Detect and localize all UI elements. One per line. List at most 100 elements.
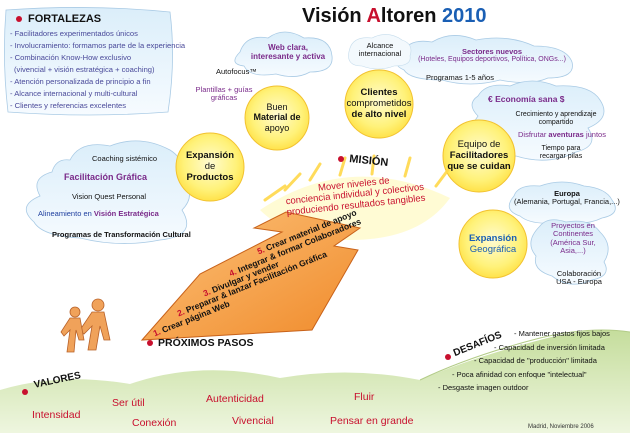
title-mid: ltoren (380, 5, 443, 27)
crecimiento-label: Crecimiento y aprendizaje compartido (506, 111, 606, 126)
valores-bullet (22, 389, 28, 395)
sun-clientes-label: Clientes comprometidos de alto nivel (344, 87, 414, 121)
tiempo-line2: recargar pilas (539, 152, 583, 160)
autofocus-label: Autofocus™ (216, 67, 257, 76)
desafios-item: - Desgaste imagen outdoor (438, 383, 529, 392)
equipo-line1: Equipo de (457, 139, 501, 150)
programas-tc-label: Programas de Transformación Cultural (52, 230, 191, 239)
valor-item: Conexión (132, 417, 177, 429)
valor-item: Autenticidad (206, 393, 264, 405)
sectores-cloud (396, 35, 573, 85)
programas-label: Programas 1-5 años (426, 73, 494, 82)
title-year: 2010 (442, 5, 487, 27)
proyectos-line2: Continentes (552, 229, 594, 239)
clientes-line3: de alto nivel (351, 108, 407, 120)
sun-productos-label: Expansión de Productos (180, 150, 240, 184)
sun-equipo-label: Equipo de Facilitadores que se cuidan (441, 139, 517, 173)
fortalezas-bullet (16, 16, 22, 22)
fortalezas-item: - Clientes y referencias excelentes (10, 101, 127, 110)
page-title: Visión Altoren 2010 (302, 5, 487, 27)
proyectos-line3: (América Sur, (550, 237, 596, 247)
sun-geografica (458, 209, 528, 279)
desafios-item: - Capacidad de "producción" limitada (474, 356, 597, 365)
vision-quest-label: Vision Quest Personal (72, 192, 147, 201)
fortalezas-item: - Involucramiento: formamos parte de la … (10, 41, 186, 50)
productos-cloud (26, 140, 190, 244)
proyectos-line1: Proyectos en (551, 221, 595, 230)
productos-line1: Expansión (185, 150, 235, 161)
tiempo-label: Tiempo para recargar pilas (526, 145, 596, 160)
sun-equipo (442, 119, 516, 193)
valor-item: Fluir (354, 391, 375, 403)
crecimiento-line1: Crecimiento y aprendizaje (515, 111, 597, 118)
valor-item: Ser útil (112, 397, 145, 409)
alineamiento-label: Alineamiento en Visión Estratégica (38, 209, 159, 218)
hills (0, 330, 630, 433)
desafios-item: - Mantener gastos fijos bajos (514, 329, 610, 338)
fortalezas-item: - Alcance internacional y multi-cultural (10, 89, 138, 98)
desafios-item: - Poca afinidad con enfoque "intelectual… (452, 370, 587, 379)
fortalezas-cloud (4, 7, 173, 116)
plantillas-line2: gráficas (210, 93, 238, 103)
valor-item: Vivencial (232, 415, 274, 427)
equipo-line2: Facilitadores (449, 149, 509, 161)
geo-line1: Expansión (468, 233, 518, 244)
hill-ridge (419, 329, 630, 381)
footer-date: Madrid, Noviembre 2006 (528, 424, 594, 430)
coaching-label: Coaching sistémico (92, 154, 158, 163)
clientes-line1: Clientes (360, 87, 398, 98)
disfrutar-c: juntos (583, 130, 606, 139)
sun-material-label: Buen Material de apoyo (247, 102, 307, 133)
plantillas-label: Plantillas + guías gráficas (184, 85, 264, 103)
proximos-bullet (147, 340, 153, 346)
proximos-heading: PRÓXIMOS PASOS (158, 337, 254, 349)
fortalezas-item: - Atención personalizada de principio a … (10, 77, 151, 86)
proyectos-line4: Asia,...) (560, 245, 586, 255)
facilitacion-label: Facilitación Gráfica (64, 172, 148, 182)
europa-cloud (508, 181, 616, 224)
tiempo-line1: Tiempo para (541, 145, 581, 152)
fortalezas-item: - Combinación Know-How exclusivo (10, 53, 132, 62)
web-label: Web clara, interesante y activa (246, 43, 330, 62)
sectores-line1: Sectores nuevos (461, 47, 523, 56)
sectores-label: Sectores nuevos (Hoteles, Equipos deport… (412, 47, 572, 64)
proyectos-label: Proyectos en Continentes (América Sur, A… (540, 221, 606, 255)
colaboracion-line2: USA - Europa (556, 277, 602, 287)
web-line1: Web clara, (268, 43, 308, 52)
economia-label: € Economía sana $ (488, 94, 565, 104)
web-line2: interesante y activa (250, 51, 326, 61)
productos-line2: de (204, 160, 216, 172)
crecimiento-line2: compartido (538, 118, 574, 126)
fortalezas-item: (vivencial + visión estratégica + coachi… (14, 65, 155, 74)
people-figures (60, 298, 111, 353)
europa-line2: (Alemania, Portugal, Francia,...) (514, 197, 620, 207)
plantillas-line1: Plantillas + guías (195, 85, 253, 94)
sun-productos (175, 132, 245, 202)
alcance-cloud (348, 34, 412, 70)
alineamiento-b: Visión Estratégica (93, 209, 159, 218)
disfrutar-a: Disfrutar (518, 130, 549, 139)
colaboracion-label: Colaboración USA - Europa (544, 269, 614, 287)
sun-clientes (344, 69, 414, 139)
disfrutar-label: Disfrutar aventuras juntos (518, 130, 606, 139)
colaboracion-line1: Colaboración (556, 269, 602, 278)
desafios-bullet (445, 354, 451, 360)
title-a: A (366, 5, 381, 27)
alineamiento-a: Alineamiento en (38, 209, 94, 218)
web-cloud (234, 31, 333, 77)
fortalezas-heading: FORTALEZAS (28, 13, 102, 25)
equipo-line3: que se cuidan (447, 160, 511, 172)
material-line1: Buen (266, 102, 288, 112)
valor-item: Intensidad (32, 409, 81, 421)
europa-line1: Europa (554, 189, 580, 198)
sun-material (244, 85, 310, 151)
alcance-label: Alcance internacional (348, 41, 412, 59)
europa-label: Europa (Alemania, Portugal, Francia,...) (512, 189, 622, 207)
disfrutar-b: aventuras (548, 130, 584, 139)
proyectos-cloud (530, 219, 609, 285)
fortalezas-item: - Facilitadores experimentados únicos (10, 29, 138, 38)
mision-rays (263, 154, 450, 202)
steps-arrow (140, 211, 362, 341)
